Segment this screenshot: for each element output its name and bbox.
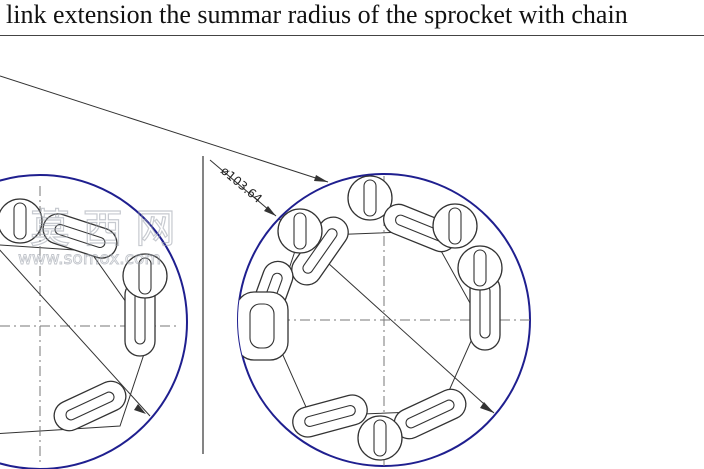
dimension-extension-line xyxy=(209,159,277,217)
sprocket-chain-drawing: ø103.64 莫 西 网 www.somox.com xyxy=(0,75,531,469)
figure-caption: link extension the summar radius of the … xyxy=(6,0,628,29)
left-pitch-circle xyxy=(0,174,188,469)
diameter-arrowhead xyxy=(480,402,494,413)
watermark-chinese: 莫 西 网 xyxy=(30,206,175,252)
leader-line xyxy=(0,75,329,183)
leader-arrowhead xyxy=(314,175,328,182)
dimension-arrowhead xyxy=(264,206,276,216)
diameter-label: ø103.64 xyxy=(218,164,265,206)
left-sprocket xyxy=(0,174,188,469)
caption-divider xyxy=(0,35,704,36)
right-sprocket xyxy=(209,159,531,467)
watermark-url: www.somox.com xyxy=(18,249,161,269)
